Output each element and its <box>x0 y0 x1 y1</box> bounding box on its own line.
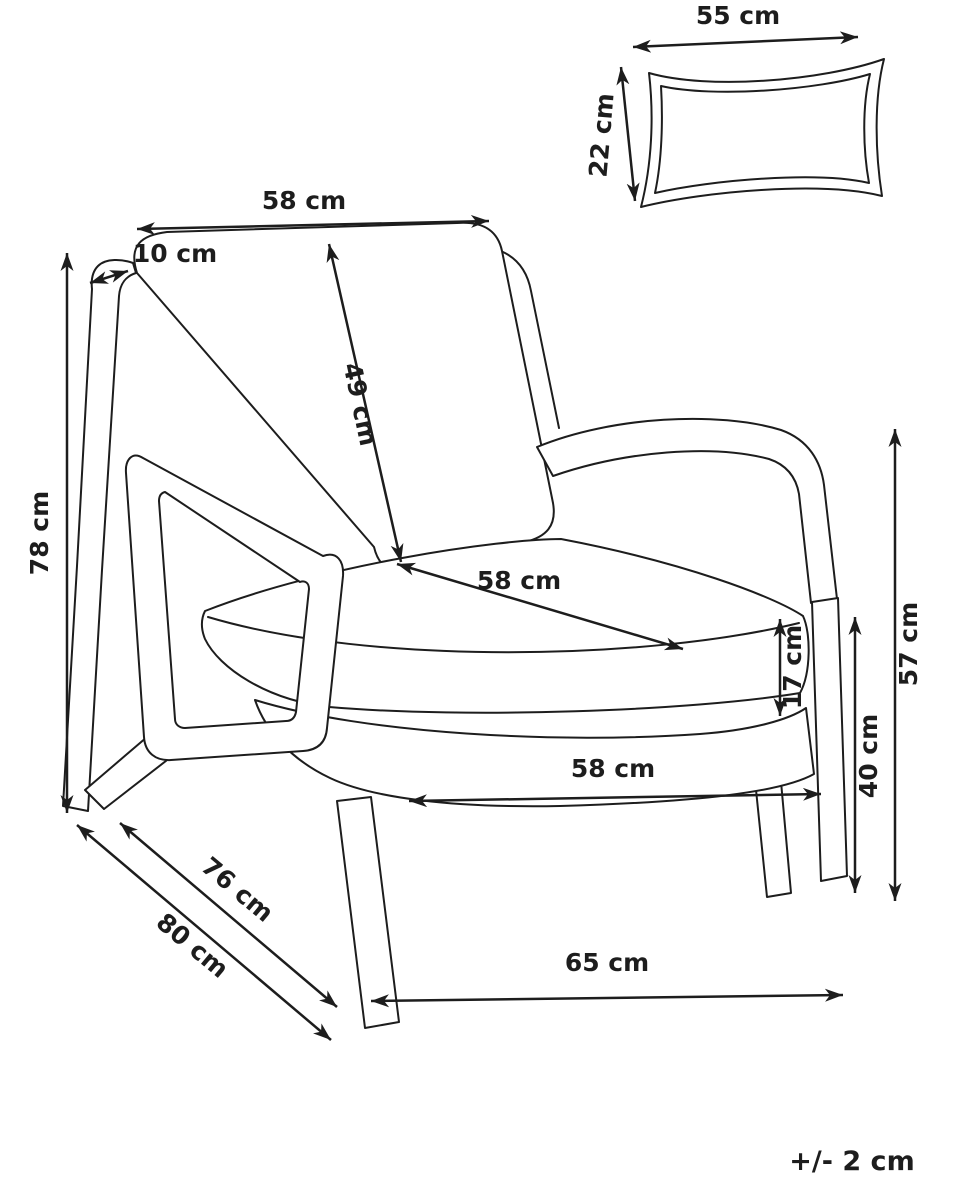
dim-pillow-width: 55 cm <box>632 1 859 53</box>
chair-front-right-leg <box>811 597 848 882</box>
dim-pillow-depth: 22 cm <box>583 66 640 202</box>
dim-seat-frame-width: 58 cm <box>408 754 822 808</box>
dim-seat-cushion-thickness: 17 cm <box>773 619 807 716</box>
dim-under-seat-height: 40 cm <box>848 617 883 893</box>
dim-label-pillow-width: 55 cm <box>696 1 780 30</box>
dim-frame-thickness: 10 cm <box>89 239 217 285</box>
chair-back-cushion-edge <box>502 251 560 429</box>
dim-label-seat-width-diagonal: 58 cm <box>477 566 561 595</box>
dim-label-seat-depth: 76 cm <box>196 851 279 927</box>
armchair-drawing <box>62 221 848 1029</box>
chair-seat-frame <box>254 699 815 808</box>
dim-label-overall-depth: 80 cm <box>151 907 234 983</box>
tolerance-note: +/- 2 cm <box>789 1146 914 1177</box>
chair-seat-front-edge <box>207 616 800 654</box>
dim-label-under-seat-height: 40 cm <box>854 714 883 798</box>
dim-label-armrest-height: 57 cm <box>894 602 923 686</box>
dim-armrest-height: 57 cm <box>888 429 923 901</box>
dim-label-frame-thickness: 10 cm <box>133 239 217 268</box>
dim-label-pillow-depth: 22 cm <box>583 92 619 179</box>
dim-backrest-top-width: 58 cm <box>136 186 490 236</box>
dim-seat-width-diagonal: 58 cm <box>396 562 684 651</box>
pillow-drawing <box>640 58 885 208</box>
dim-label-base-width: 65 cm <box>565 948 649 977</box>
pillow-outline <box>640 58 885 208</box>
dim-overall-height: 78 cm <box>25 253 74 813</box>
dim-base-width: 65 cm <box>370 948 844 1008</box>
chair-front-left-leg <box>336 796 400 1029</box>
dim-label-overall-height: 78 cm <box>25 491 54 575</box>
dim-seat-depth: 76 cm <box>119 822 338 1008</box>
pillow-inner-seam <box>654 73 871 194</box>
dim-overall-depth: 80 cm <box>76 824 332 1041</box>
chair-left-side-frame <box>124 454 345 762</box>
chair-rear-left-post <box>62 259 137 812</box>
dim-label-backrest-top-width: 58 cm <box>262 186 346 215</box>
dim-label-seat-cushion-thickness: 17 cm <box>778 625 807 709</box>
dim-label-seat-frame-width: 58 cm <box>571 754 655 783</box>
